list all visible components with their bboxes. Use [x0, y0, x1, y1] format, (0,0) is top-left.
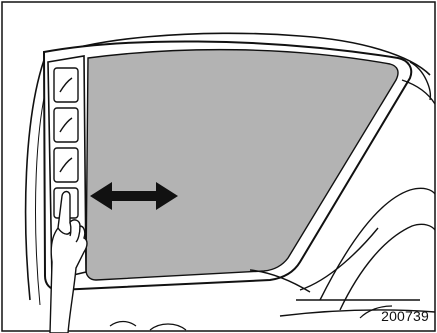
switch-2	[54, 108, 78, 142]
switch-1	[54, 68, 78, 102]
bottom-console-details	[110, 322, 186, 331]
figure-id-label: 200739	[381, 309, 429, 323]
switch-3	[54, 148, 78, 182]
